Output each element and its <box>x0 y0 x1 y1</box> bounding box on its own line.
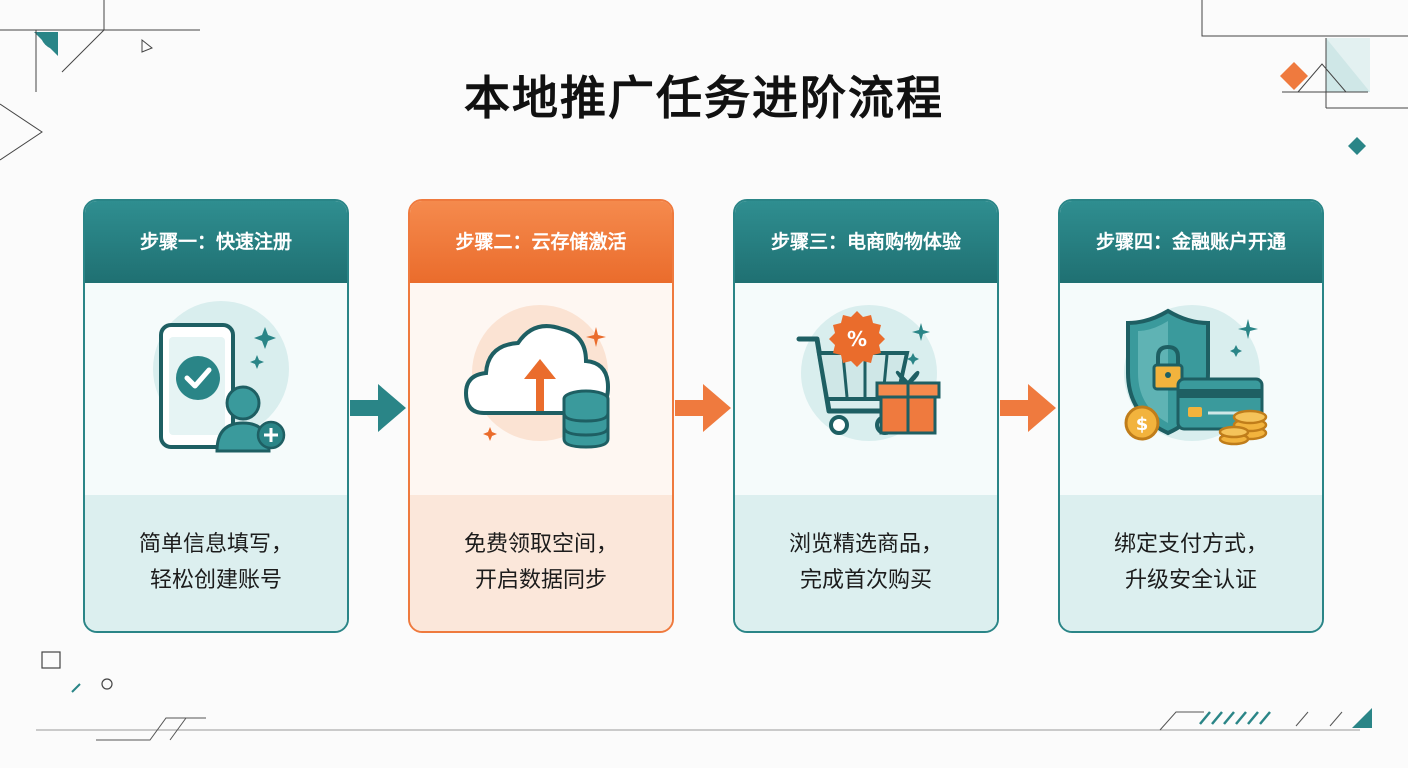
shopping-cart-gift-icon: % <box>796 305 941 441</box>
step-icon-area <box>410 283 672 495</box>
step-card-4: 步骤四：金融账户开通 $ 绑定支付方式， 升级安全认证 <box>1058 199 1324 633</box>
step-description: 绑定支付方式， 升级安全认证 <box>1060 495 1322 631</box>
shield-lock-card-coins-icon: $ <box>1124 305 1268 446</box>
step-desc-line-1: 浏览精选商品， <box>788 532 943 557</box>
step-desc-line-1: 绑定支付方式， <box>1113 532 1268 557</box>
step-desc-line-2: 完成首次购买 <box>799 568 932 593</box>
svg-text:%: % <box>847 327 867 351</box>
step-header: 步骤二：云存储激活 <box>410 201 672 283</box>
step-description: 简单信息填写， 轻松创建账号 <box>85 495 347 631</box>
arrow-right-icon <box>1000 384 1056 432</box>
step-desc-line-2: 开启数据同步 <box>474 568 607 593</box>
step-icon-area: $ <box>1060 283 1322 495</box>
step-card-3: 步骤三：电商购物体验 % 浏览精选商品， 完成首次购买 <box>733 199 999 633</box>
step-header: 步骤三：电商购物体验 <box>735 201 997 283</box>
page-title: 本地推广任务进阶流程 <box>464 71 944 125</box>
phone-check-user-add-icon <box>153 301 289 453</box>
step-header: 步骤四：金融账户开通 <box>1060 201 1322 283</box>
step-desc-line-2: 轻松创建账号 <box>149 568 282 593</box>
step-desc-line-1: 简单信息填写， <box>138 532 293 557</box>
step-icon-area <box>85 283 347 495</box>
step-description: 免费领取空间， 开启数据同步 <box>410 495 672 631</box>
cloud-upload-database-icon <box>463 305 611 449</box>
step-card-2: 步骤二：云存储激活 免费领取空间， 开启数据同步 <box>408 199 674 633</box>
svg-text:$: $ <box>1136 414 1149 435</box>
arrow-right-icon <box>675 384 731 432</box>
step-icon-area: % <box>735 283 997 495</box>
step-description: 浏览精选商品， 完成首次购买 <box>735 495 997 631</box>
step-desc-line-2: 升级安全认证 <box>1124 568 1257 593</box>
arrow-right-icon <box>350 384 406 432</box>
step-card-1: 步骤一：快速注册 简单信息填写， 轻松创建账号 <box>83 199 349 633</box>
step-header: 步骤一：快速注册 <box>85 201 347 283</box>
step-desc-line-1: 免费领取空间， <box>463 532 618 557</box>
